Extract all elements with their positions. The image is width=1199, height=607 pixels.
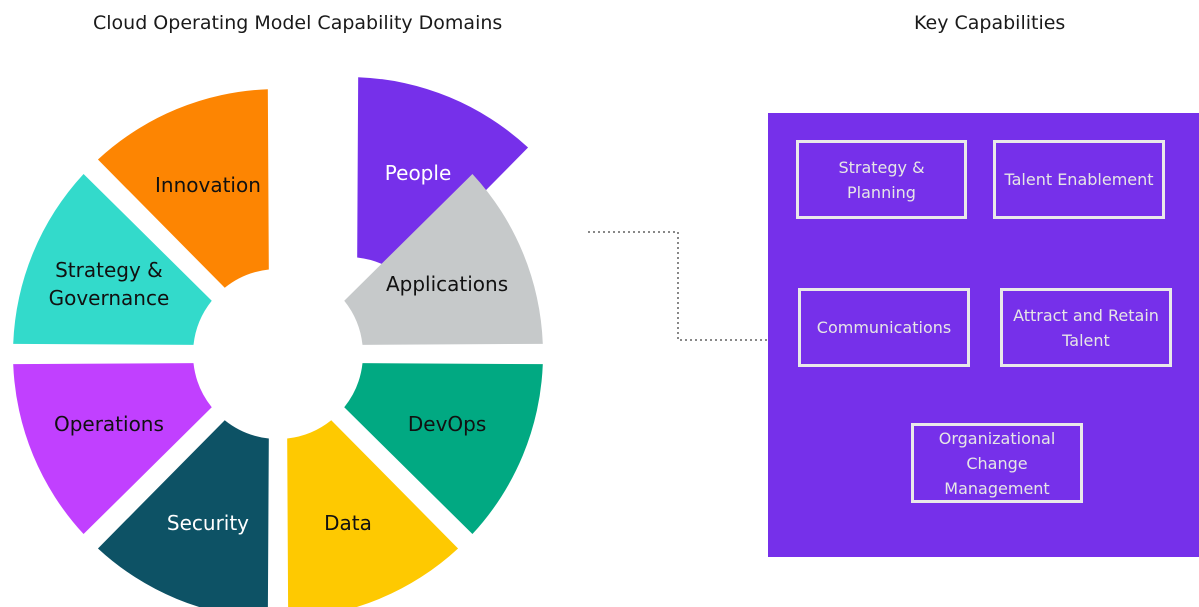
capability-label: Strategy & Planning xyxy=(838,157,925,202)
segment-devops xyxy=(344,363,543,535)
segment-strategy-governance xyxy=(13,173,212,345)
segment-label-devops: DevOps xyxy=(408,412,486,436)
connector-line xyxy=(588,231,768,341)
segment-people xyxy=(357,77,529,276)
segment-innovation xyxy=(97,89,269,288)
segment-label-operations: Operations xyxy=(54,412,164,436)
segment-data xyxy=(287,420,459,607)
segment-label-security: Security xyxy=(167,511,249,535)
segment-operations xyxy=(13,363,212,535)
segment-label-strategy-governance: Strategy &Governance xyxy=(49,258,170,310)
key-capabilities-title: Key Capabilities xyxy=(914,12,1066,34)
segment-label-innovation: Innovation xyxy=(155,173,261,197)
segment-label-applications: Applications xyxy=(386,272,508,296)
segment-applications xyxy=(344,173,543,345)
segment-security xyxy=(97,420,269,607)
segment-label-data: Data xyxy=(324,511,372,535)
segment-label-people: People xyxy=(385,161,451,185)
key-capabilities-panel: Strategy & Planning Talent Enablement Co… xyxy=(768,113,1199,557)
capability-label: Talent Enablement xyxy=(1004,170,1154,189)
capability-communications: Communications xyxy=(798,288,970,367)
capability-label: Organizational Change Management xyxy=(938,428,1056,498)
capability-label: Communications xyxy=(816,318,952,337)
domains-title: Cloud Operating Model Capability Domains xyxy=(93,12,503,34)
capability-organizational-change: Organizational Change Management xyxy=(911,423,1083,503)
capability-attract-retain-talent: Attract and Retain Talent xyxy=(1000,288,1172,367)
capability-talent-enablement: Talent Enablement xyxy=(993,140,1165,219)
capability-strategy-planning: Strategy & Planning xyxy=(796,140,967,219)
capability-label: Attract and Retain Talent xyxy=(1013,305,1159,350)
